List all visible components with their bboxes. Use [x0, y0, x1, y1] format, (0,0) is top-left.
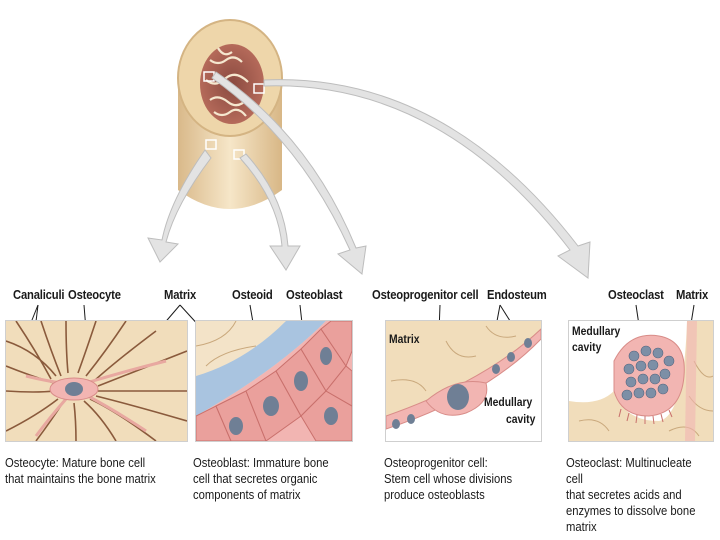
osteoblast-nucleus-2	[263, 396, 279, 416]
caption-osteocyte-line-2: that maintains the bone matrix	[5, 472, 156, 486]
zoom-box-3	[205, 139, 217, 150]
osteoblast-nucleus-4	[320, 347, 332, 365]
label-matrix: Matrix	[164, 288, 197, 302]
caption-osteoclast-line-1: Osteoclast: Multinucleate cell	[566, 456, 692, 486]
inner-label-cavity: cavity	[506, 414, 536, 426]
osteoblast-nucleus-3	[294, 371, 308, 391]
osteoclast-illustration	[569, 321, 713, 441]
osteoblast-nucleus-1	[229, 417, 243, 435]
osteoblast-nucleus-5	[324, 407, 338, 425]
caption-osteoclast-line-2: that secretes acids and	[566, 488, 682, 502]
osteocyte-illustration	[6, 321, 187, 441]
panel-osteoprogenitor: Matrix Medullary cavity	[385, 320, 542, 442]
zoom-box-2	[253, 83, 265, 94]
arrow-osteoblast	[239, 153, 301, 271]
arrow-osteocyte	[147, 149, 212, 263]
label-endosteum: Endosteum	[487, 288, 547, 302]
zoom-box-4	[233, 149, 245, 160]
inner-label-cavity-2: cavity	[572, 342, 602, 354]
panel-osteocyte	[5, 320, 188, 442]
osteoprogenitor-illustration	[386, 321, 541, 430]
caption-osteoprogenitor: Osteoprogenitor cell: Stem cell whose di…	[384, 455, 512, 503]
label-canaliculi: Canaliculi	[13, 288, 65, 302]
caption-osteocyte: Osteocyte: Mature bone cell that maintai…	[5, 455, 156, 487]
caption-osteoblast-line-3: components of matrix	[193, 488, 301, 502]
osteoprogenitor-nucleus	[447, 384, 469, 410]
caption-osteoblast: Osteoblast: Immature bone cell that secr…	[193, 455, 329, 503]
panel-osteoblast	[195, 320, 353, 442]
caption-osteoclast-line-3: enzymes to dissolve bone	[566, 504, 696, 518]
caption-osteocyte-line-1: Osteocyte: Mature bone cell	[5, 456, 146, 470]
caption-osteoprogenitor-line-2: Stem cell whose divisions	[384, 472, 513, 486]
caption-osteoblast-line-2: cell that secretes organic	[193, 472, 318, 486]
caption-osteoclast-line-4: matrix	[566, 520, 597, 534]
bone-section-illustration	[147, 19, 591, 279]
label-matrix-right: Matrix	[676, 288, 709, 302]
inner-label-medullary: Medullary	[484, 397, 533, 409]
caption-osteoprogenitor-line-3: produce osteoblasts	[384, 488, 485, 502]
caption-osteoblast-line-1: Osteoblast: Immature bone	[193, 456, 329, 470]
osteoid-layer	[196, 321, 326, 416]
inner-label-medullary-2: Medullary	[572, 326, 621, 338]
label-osteoid: Osteoid	[232, 288, 273, 302]
label-osteoblast: Osteoblast	[286, 288, 343, 302]
caption-osteoprogenitor-line-1: Osteoprogenitor cell:	[384, 456, 488, 470]
osteocyte-nucleus	[65, 382, 83, 396]
inner-label-matrix: Matrix	[389, 334, 420, 346]
label-osteoclast: Osteoclast	[608, 288, 664, 302]
arrow-osteoprogenitor	[211, 71, 367, 275]
osteoblast-illustration	[196, 321, 352, 441]
arrow-osteoclast	[263, 79, 591, 279]
label-osteoprogenitor: Osteoprogenitor cell	[372, 288, 479, 302]
caption-osteoclast: Osteoclast: Multinucleate cell that secr…	[566, 455, 705, 535]
panel-osteoclast: Medullary cavity	[568, 320, 714, 442]
label-osteocyte: Osteocyte	[68, 288, 121, 302]
